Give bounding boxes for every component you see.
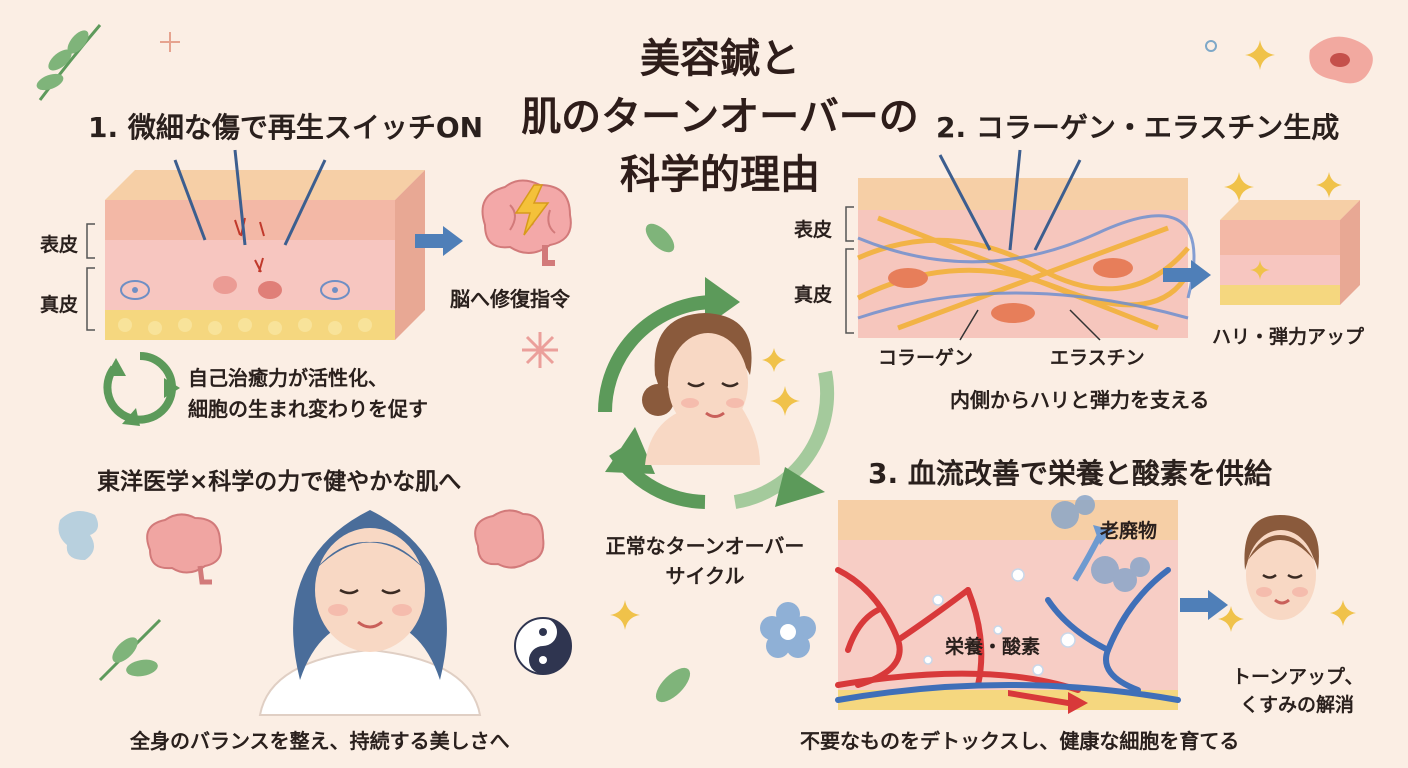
sparkle-icon [1245, 40, 1275, 70]
label-dermis: 真皮 [40, 294, 79, 316]
page-title: 美容鍼と 肌のターンオーバーの 科学的理由 [521, 36, 919, 198]
cycle-caption-2: サイクル [665, 564, 745, 588]
section2-heading: 2. コラーゲン・エラスチン生成 [936, 111, 1340, 144]
leaf-icon [36, 24, 102, 101]
section1-heading: 1. 微細な傷で再生スイッチON [88, 111, 484, 144]
section3-result-2: くすみの解消 [1240, 694, 1355, 716]
skin-diagram-1 [105, 170, 425, 340]
brain-caption: 脳へ修復指令 [450, 287, 570, 311]
face-icon [1244, 515, 1319, 620]
label-waste: 老廃物 [1100, 520, 1158, 542]
sparkle-icon [1250, 260, 1270, 280]
brain-icon [481, 179, 572, 266]
bracket-icon [86, 223, 95, 331]
brain-icon [146, 513, 222, 585]
needle-icon [173, 149, 327, 246]
leaf-icon [645, 223, 675, 253]
eastern-heading: 東洋医学×科学の力で健やかな肌へ [97, 469, 462, 495]
brain-icon [474, 509, 545, 569]
label-elastin: エラスチン [1050, 347, 1145, 369]
section1-desc-1: 自己治癒力が活性化、 [188, 366, 388, 390]
cycle-caption-1: 正常なターンオーバー [605, 534, 805, 558]
arrow-right-icon [415, 226, 463, 256]
sparkle-icon [1330, 600, 1356, 626]
section3-heading: 3. 血流改善で栄養と酸素を供給 [868, 457, 1272, 490]
leaf-icon [655, 667, 691, 703]
pointer-line-icon [959, 309, 1101, 341]
bracket-icon [845, 206, 854, 334]
arrow-right-icon [1163, 260, 1211, 290]
section1-desc-2: 細胞の生まれ変わりを促す [188, 397, 428, 421]
sparkle-icon [770, 386, 800, 416]
recycle-icon [103, 352, 180, 426]
section2-result: ハリ・弾力アップ [1212, 326, 1365, 348]
blood-vessel-diagram [835, 500, 1181, 714]
sparkle-icon [1218, 606, 1244, 632]
section2-desc: 内側からハリと弾力を支える [950, 388, 1210, 412]
woman-illustration [258, 510, 482, 716]
leaf-icon [98, 618, 162, 682]
sparkle-icon [1316, 172, 1342, 198]
label-collagen: コラーゲン [878, 347, 974, 369]
sparkle-icon [160, 32, 180, 52]
label-epidermis-2: 表皮 [794, 219, 833, 241]
section3-desc: 不要なものをデトックスし、健康な細胞を育てる [800, 729, 1240, 753]
skin-block-icon [1220, 200, 1360, 305]
cell-icon [1309, 36, 1373, 84]
waste-cloud-icon [1051, 495, 1150, 592]
label-nutrients: 栄養・酸素 [945, 636, 1041, 658]
sparkle-icon [610, 600, 640, 630]
flower-icon [522, 332, 558, 368]
label-dermis-2: 真皮 [794, 284, 833, 306]
section3-result-1: トーンアップ、 [1232, 666, 1364, 688]
sparkle-icon [762, 348, 786, 372]
arrow-right-icon [1180, 590, 1228, 620]
needle-icon [938, 149, 1082, 251]
face-illustration [642, 313, 760, 465]
flower-icon [760, 602, 816, 658]
lightning-icon [514, 184, 550, 236]
label-epidermis: 表皮 [40, 234, 79, 256]
skin-diagram-2 [856, 178, 1196, 338]
yin-yang-icon [514, 617, 572, 675]
dot-icon [1205, 40, 1217, 52]
sparkle-icon [1224, 172, 1254, 202]
blob-icon [58, 511, 99, 560]
cycle-arrow-icon [598, 277, 835, 509]
eastern-desc: 全身のバランスを整え、持続する美しさへ [130, 729, 510, 753]
